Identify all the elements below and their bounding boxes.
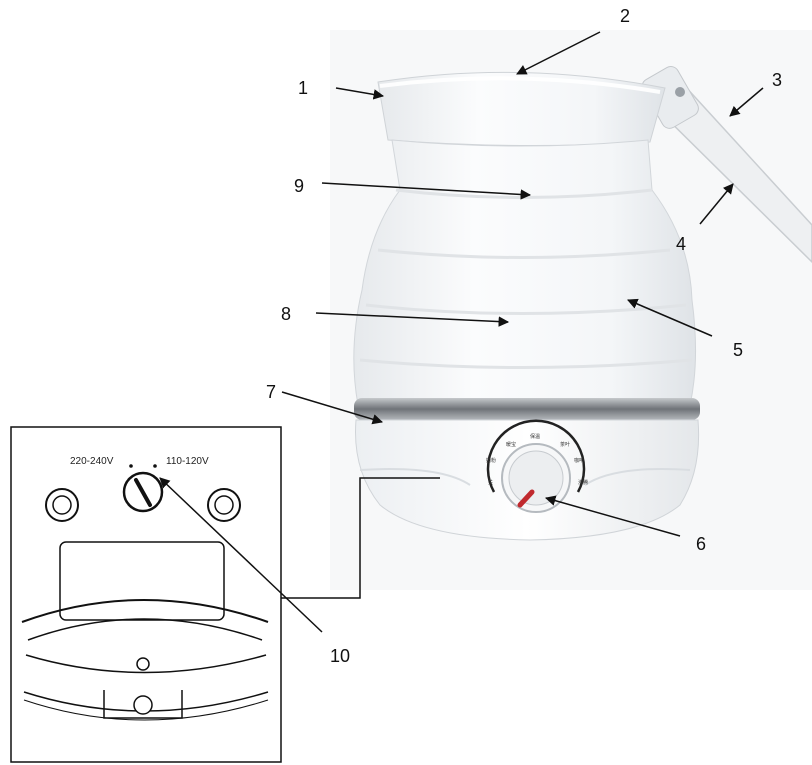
dial-label-coffee: 咖啡	[574, 457, 584, 464]
voltage-label-left: 220-240V	[70, 456, 114, 467]
base-rim-arc-inner	[27, 618, 263, 641]
steel-band	[354, 398, 700, 420]
callout-arrow-2	[516, 31, 601, 75]
callout-7: 7	[266, 382, 276, 402]
dial-label-keep-warm: 保温	[530, 433, 540, 440]
callout-arrow-8	[315, 312, 510, 327]
callout-arrow-5	[627, 298, 713, 337]
callout-arrow-6	[544, 495, 681, 537]
voltage-dot-left	[129, 464, 133, 468]
voltage-switch-icon	[122, 471, 164, 513]
callout-labels: 1 2 3 4 5 6 7 8 9 10	[266, 6, 782, 666]
base-center-screw-icon	[133, 695, 153, 715]
kettle-body	[353, 139, 697, 406]
callout-arrow-7	[281, 391, 384, 425]
callout-9: 9	[294, 176, 304, 196]
dial-label-boil: 沸腾	[578, 479, 588, 486]
inset-leader-line	[281, 477, 440, 599]
cord-clip	[103, 690, 183, 719]
voltage-label-right: 110-120V	[166, 456, 209, 467]
callout-8: 8	[281, 304, 291, 324]
callout-5: 5	[733, 340, 743, 360]
base-rim-arc-outer	[21, 599, 269, 623]
dial-label-warm: 暖宝	[506, 441, 516, 448]
control-knob: 关 奶粉 暖宝 保温 茶叶 咖啡 沸腾	[486, 419, 588, 513]
label-plate	[59, 541, 225, 621]
dial-label-tea: 茶叶	[560, 441, 570, 448]
callout-arrows	[159, 31, 764, 633]
foot-right-icon	[207, 488, 241, 522]
callout-arrow-4	[699, 183, 734, 225]
callout-arrow-1	[335, 87, 385, 100]
foot-left-icon	[45, 488, 79, 522]
callout-arrow-9	[321, 182, 532, 200]
callout-3: 3	[772, 70, 782, 90]
callout-10: 10	[330, 646, 350, 666]
dial-label-milk: 奶粉	[486, 457, 496, 464]
rim-screw-icon	[136, 657, 150, 671]
dial-label-off: 关	[488, 479, 493, 486]
callout-2: 2	[620, 6, 630, 26]
kettle-lid	[377, 71, 666, 147]
callout-arrow-3	[729, 87, 764, 117]
callout-1: 1	[298, 78, 308, 98]
callout-4: 4	[676, 234, 686, 254]
voltage-dot-right	[153, 464, 157, 468]
callout-arrow-10	[159, 477, 323, 633]
inset-bottom-view: 220-240V 110-120V	[10, 426, 282, 763]
callout-6: 6	[696, 534, 706, 554]
